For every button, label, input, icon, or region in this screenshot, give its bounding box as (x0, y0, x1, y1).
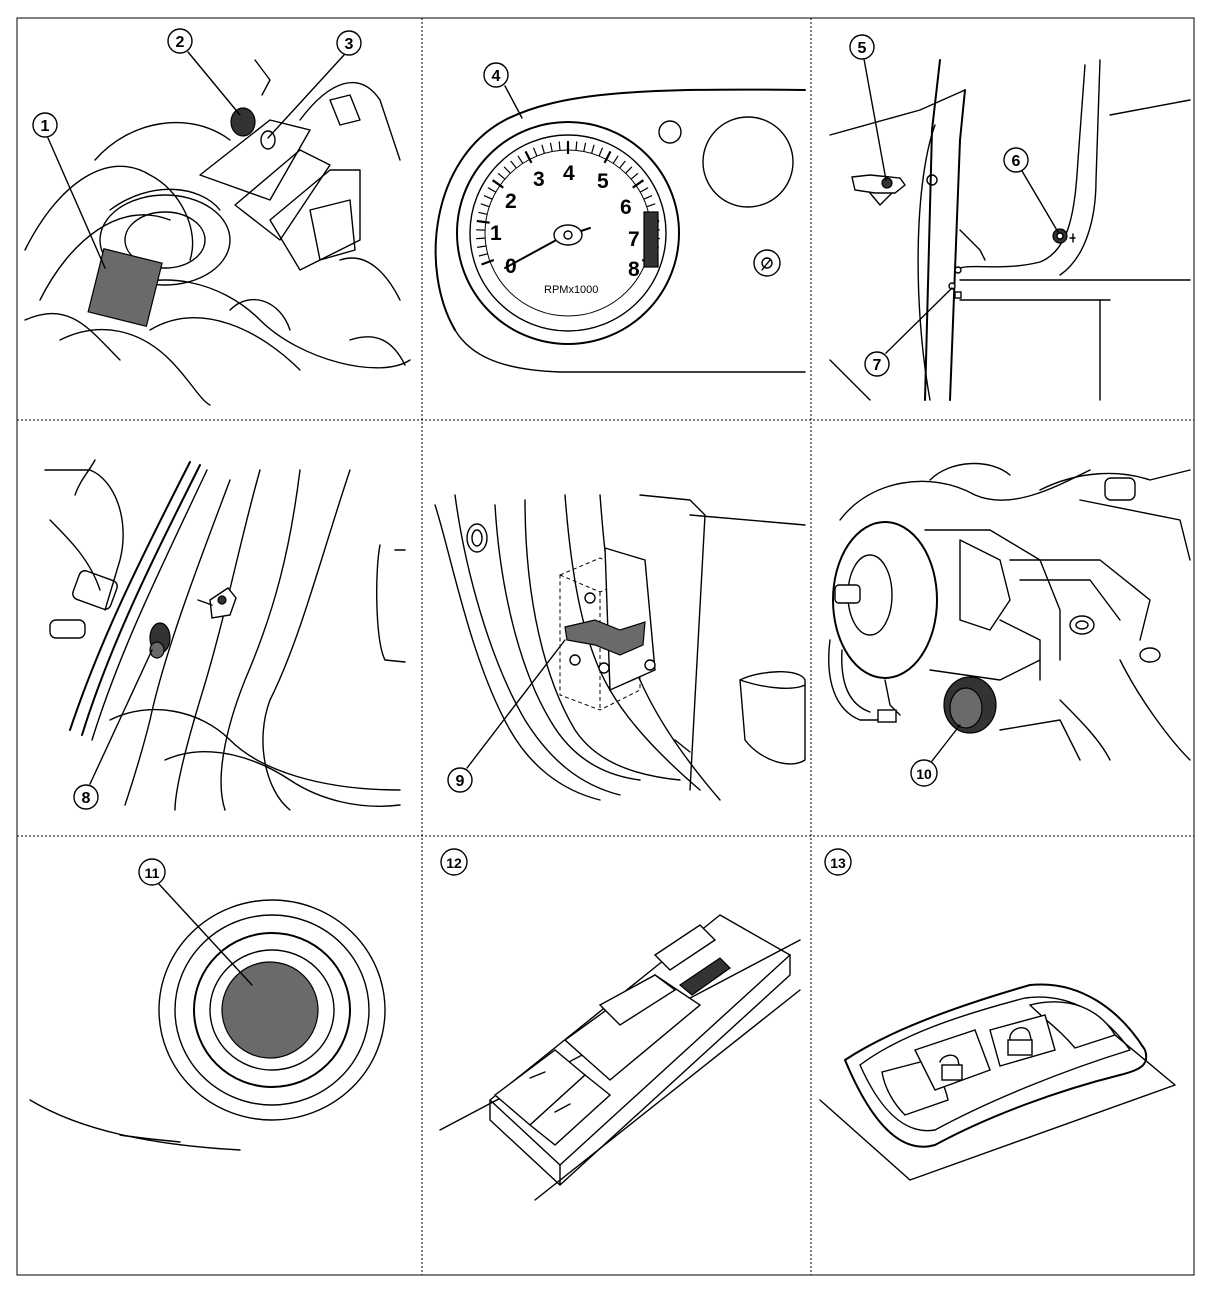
tachometer-tick (480, 203, 490, 208)
grid-frame (16, 17, 1195, 1276)
callout-12-label: 12 (446, 855, 462, 871)
callout-9-label: 9 (456, 773, 465, 790)
callout-2-label: 2 (176, 34, 185, 51)
tachometer-tick (497, 172, 506, 180)
callout-5: 5 (849, 34, 887, 181)
callout-7-label: 7 (873, 357, 882, 374)
tachometer-tick (591, 144, 595, 154)
tachometer-number-7: 7 (628, 228, 640, 251)
tachometer-number-8: 8 (628, 258, 640, 281)
callout-8: 8 (73, 649, 153, 810)
tachometer-tick (630, 172, 639, 180)
tachometer-tick (476, 237, 486, 240)
tachometer-number-4: 4 (563, 162, 575, 185)
tachometer-number-2: 2 (505, 190, 517, 213)
tachometer-tick (483, 195, 493, 200)
callout-6-label: 6 (1012, 153, 1021, 170)
tachometer-tick (603, 150, 612, 164)
tachometer-tick (481, 258, 495, 266)
tachometer-tick (598, 147, 604, 157)
tachometer-number-1: 1 (490, 222, 502, 245)
panel-steering-column (24, 59, 411, 406)
tachometer-tick (646, 203, 656, 208)
callout-11: 11 (138, 858, 253, 986)
tachometer-number-6: 6 (620, 196, 632, 219)
tachometer-tick (625, 166, 633, 174)
tachometer-tick (619, 160, 626, 169)
callout-8-label: 8 (82, 790, 91, 807)
tachometer-tick (532, 147, 538, 157)
tachometer-tick (632, 179, 645, 189)
callout-1-label: 1 (41, 118, 50, 135)
tachometer-tick (524, 150, 533, 164)
tachometer-tick (612, 155, 619, 164)
callout-13: 13 (824, 848, 852, 876)
callout-7: 7 (864, 287, 953, 377)
panel-power-window-switch (439, 914, 801, 1201)
callout-11-label: 11 (145, 865, 160, 881)
callout-9: 9 (447, 639, 566, 793)
callout-10-label: 10 (916, 766, 932, 782)
tachometer-tick (583, 142, 587, 152)
tachometer-tick (541, 144, 545, 154)
tachometer-tick (487, 187, 497, 193)
panel-door-switch-bracket (434, 494, 806, 801)
panel-front-door-switch (44, 459, 406, 811)
callout-12: 12 (440, 848, 468, 876)
callout-4-label: 4 (492, 68, 501, 85)
tachometer-number-3: 3 (533, 168, 545, 191)
tachometer-number-5: 5 (597, 170, 609, 193)
callout-5-label: 5 (858, 40, 867, 57)
callout-6: 6 (1003, 147, 1059, 233)
tachometer-number-0: 0 (505, 255, 517, 278)
panel-door-pillar (829, 59, 1191, 401)
callout-1: 1 (32, 112, 106, 269)
tachometer-tick (639, 187, 649, 193)
tachometer-tick (477, 245, 487, 248)
tachometer-tick (575, 141, 578, 151)
tachometer-tick (643, 195, 653, 200)
tachometer-ticks (476, 141, 660, 266)
panel-round-switch (29, 899, 386, 1151)
tachometer-unit-label: RPMx1000 (544, 284, 598, 296)
panel-ignition-key-cylinder (828, 462, 1191, 761)
tachometer-tick (476, 219, 490, 224)
tachometer-tick (478, 211, 488, 215)
tachometer-tick (549, 142, 553, 152)
panel-door-lock-switch (819, 983, 1176, 1181)
callout-3: 3 (267, 30, 362, 139)
tachometer-tick (503, 166, 511, 174)
callout-10: 10 (910, 724, 961, 787)
tachometer-tick (478, 253, 488, 257)
tachometer-tick (491, 179, 504, 189)
tachometer-tick (517, 155, 524, 164)
callout-3-label: 3 (345, 36, 354, 53)
callout-4: 4 (483, 62, 523, 119)
callout-13-label: 13 (830, 855, 846, 871)
tachometer-tick (510, 160, 517, 169)
callout-2: 2 (167, 28, 241, 116)
panel-combination-meter: 0 1 2 3 4 5 6 7 8 RPMx1000 (434, 88, 806, 373)
tachometer-tick (558, 141, 561, 151)
